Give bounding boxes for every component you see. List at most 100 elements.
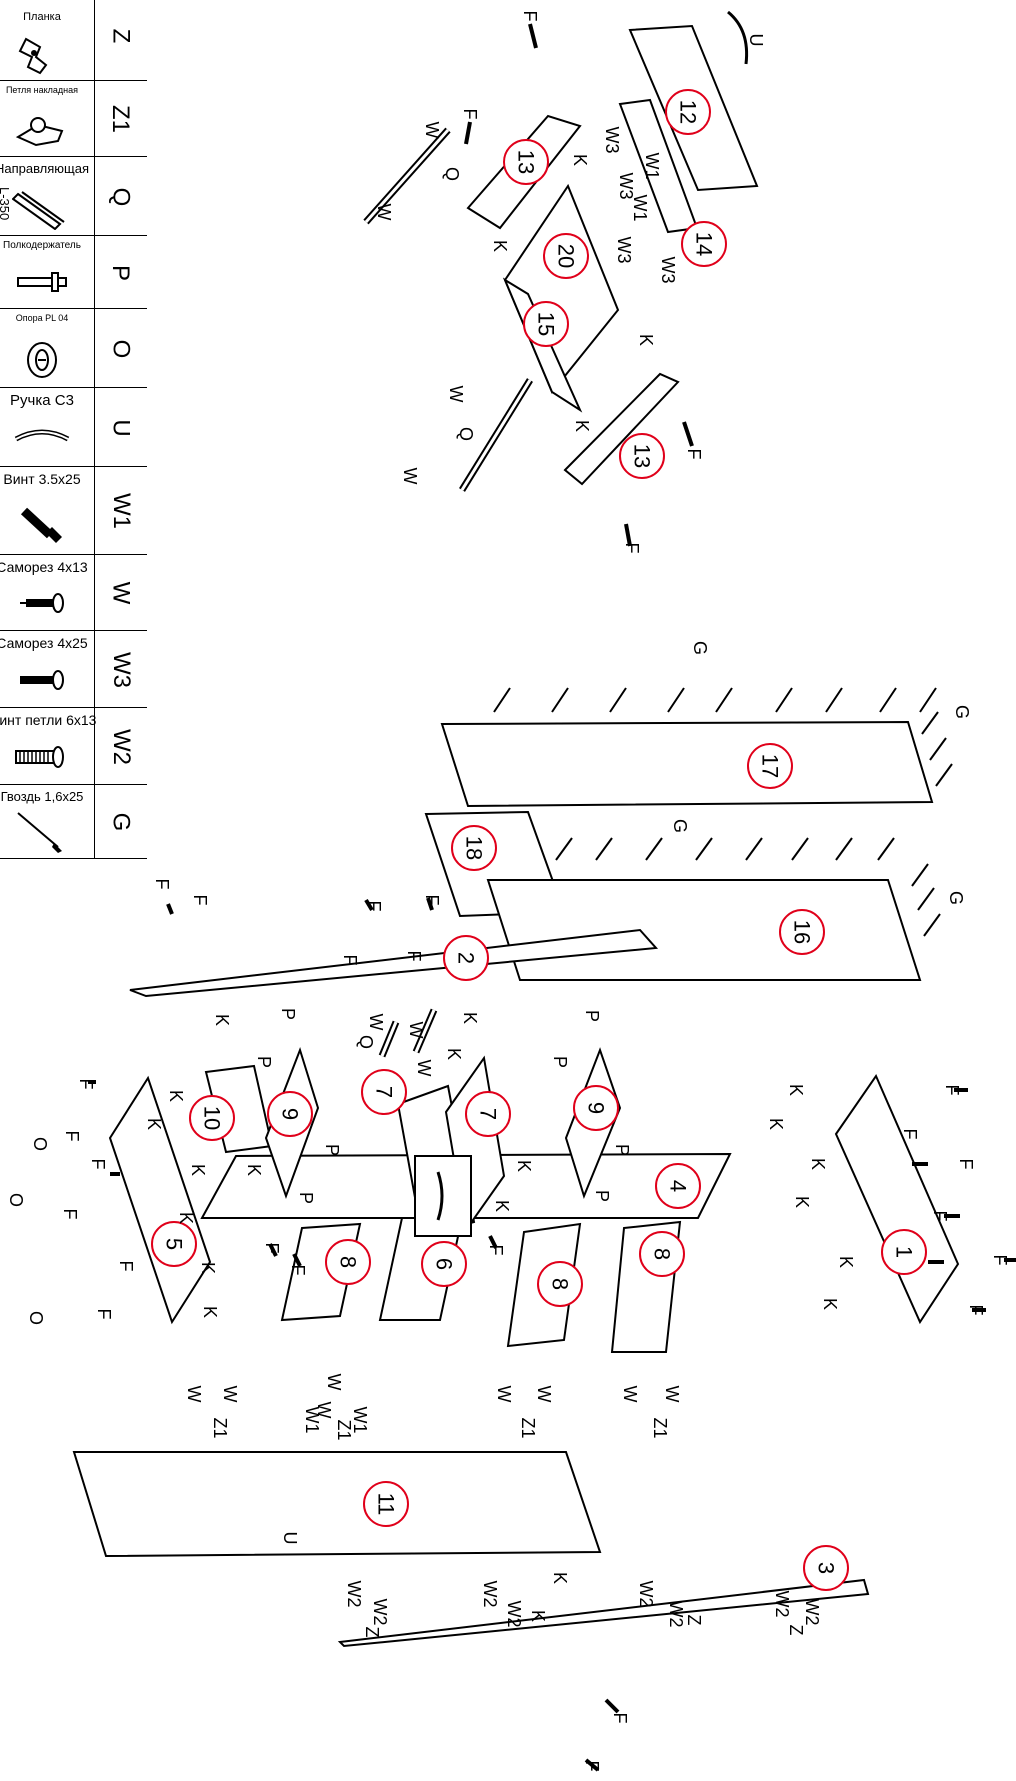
screw-icon bbox=[426, 897, 434, 911]
hardware-label: K bbox=[570, 154, 590, 166]
legend-item-name: Винт 3.5х25 bbox=[3, 471, 81, 487]
legend-item-name: Петля накладная bbox=[5, 85, 79, 95]
svg-text:11: 11 bbox=[374, 1493, 399, 1516]
hardware-label: K bbox=[786, 1084, 806, 1096]
hardware-label: K bbox=[166, 1090, 186, 1102]
legend-item-name: Винт петли 6х13 bbox=[0, 712, 97, 728]
hardware-label: K bbox=[808, 1158, 828, 1170]
hardware-label: F bbox=[152, 879, 172, 890]
legend-item-name: Саморез 4х13 bbox=[0, 559, 88, 575]
nail-icon bbox=[919, 687, 937, 713]
hardware-label: F bbox=[942, 1085, 962, 1096]
nail-icon bbox=[17, 812, 62, 853]
legend-bottom-border bbox=[0, 858, 147, 859]
svg-text:13: 13 bbox=[630, 444, 655, 468]
legend-item-cell: Петля накладная bbox=[0, 81, 95, 157]
hardware-label: W bbox=[446, 386, 466, 403]
hardware-label: G bbox=[946, 891, 966, 905]
part-number-4: 4 bbox=[655, 1163, 701, 1209]
hardware-label: W1 bbox=[642, 153, 662, 180]
svg-text:2: 2 bbox=[454, 952, 479, 964]
hardware-label: K bbox=[766, 1118, 786, 1130]
hardware-label: K bbox=[200, 1306, 220, 1318]
nail-icon bbox=[745, 837, 763, 861]
furniture-leg-icon bbox=[27, 342, 57, 378]
legend-item-name: Ручка С3 bbox=[10, 392, 74, 409]
hardware-label: W3 bbox=[614, 237, 634, 264]
hardware-label: U bbox=[746, 34, 766, 47]
svg-text:18: 18 bbox=[462, 836, 487, 860]
svg-text:9: 9 bbox=[584, 1102, 609, 1114]
hardware-label: K bbox=[492, 1200, 512, 1212]
hinge-screw-icon bbox=[15, 746, 64, 768]
hardware-label: P bbox=[582, 1010, 602, 1022]
legend-item-name: Саморез 4х25 bbox=[0, 635, 88, 651]
hardware-label: W2 bbox=[666, 1601, 686, 1628]
svg-text:12: 12 bbox=[676, 100, 701, 124]
hardware-label: W2 bbox=[636, 1581, 656, 1608]
part-number-9: 9 bbox=[267, 1091, 313, 1137]
svg-text:8: 8 bbox=[548, 1278, 573, 1290]
hardware-label: P bbox=[592, 1190, 612, 1202]
hardware-label: F bbox=[956, 1159, 976, 1170]
screw-icon bbox=[166, 903, 174, 915]
part-number-6: 6 bbox=[421, 1241, 467, 1287]
hardware-label: F bbox=[62, 1131, 82, 1142]
part-number-13: 13 bbox=[503, 139, 549, 185]
nail-icon bbox=[555, 837, 573, 861]
hardware-label: F bbox=[966, 1305, 986, 1316]
hardware-label: K bbox=[820, 1298, 840, 1310]
panel-13-bottom bbox=[563, 372, 680, 486]
legend-item-cell: Полкодержатель bbox=[0, 236, 95, 309]
screw-icon bbox=[584, 1758, 600, 1772]
part-number-8: 8 bbox=[537, 1261, 583, 1307]
hardware-label: F bbox=[88, 1159, 108, 1170]
hinge-icon bbox=[15, 117, 64, 147]
svg-text:4: 4 bbox=[666, 1180, 691, 1192]
hardware-label: W2 bbox=[480, 1581, 500, 1608]
part-number-16: 16 bbox=[779, 909, 825, 955]
hardware-label: K bbox=[444, 1048, 464, 1060]
part-number-7: 7 bbox=[361, 1069, 407, 1115]
hardware-label: F bbox=[900, 1129, 920, 1140]
screw-icon bbox=[292, 1253, 302, 1267]
screw-icon bbox=[364, 898, 374, 912]
svg-text:13: 13 bbox=[514, 150, 539, 174]
nail-icon bbox=[929, 737, 947, 761]
screw-long-icon bbox=[20, 670, 64, 690]
part-number-7: 7 bbox=[465, 1091, 511, 1137]
hardware-label: W3 bbox=[616, 173, 636, 200]
hardware-label: F bbox=[340, 955, 360, 966]
legend-item-name: Опора PL 04 bbox=[15, 313, 69, 323]
hardware-label: Z1 bbox=[650, 1417, 670, 1438]
part-number-2: 2 bbox=[443, 935, 489, 981]
hardware-label: W3 bbox=[658, 257, 678, 284]
part-number-14: 14 bbox=[681, 221, 727, 267]
hardware-label: W bbox=[314, 1402, 334, 1419]
hardware-label: F bbox=[622, 543, 642, 554]
part-number-9: 9 bbox=[573, 1085, 619, 1131]
hardware-label: F bbox=[486, 1245, 506, 1256]
legend-item-cell: Опора PL 04 bbox=[0, 309, 95, 388]
screw-icon bbox=[604, 1698, 620, 1714]
hardware-label: Z1 bbox=[210, 1417, 230, 1438]
drawer-handle-icon bbox=[436, 1171, 444, 1221]
hardware-label: F bbox=[190, 895, 210, 906]
hardware-label: P bbox=[612, 1144, 632, 1156]
screw-icon bbox=[624, 523, 632, 547]
bracket-icon bbox=[18, 37, 48, 75]
svg-text:14: 14 bbox=[692, 232, 717, 256]
legend-item-cell: Саморез 4х25 bbox=[0, 631, 95, 708]
legend-item-name: Планка bbox=[23, 11, 61, 23]
part-number-12: 12 bbox=[665, 89, 711, 135]
hardware-label: Q bbox=[356, 1035, 376, 1049]
svg-text:16: 16 bbox=[790, 920, 815, 944]
nail-icon bbox=[493, 687, 511, 713]
